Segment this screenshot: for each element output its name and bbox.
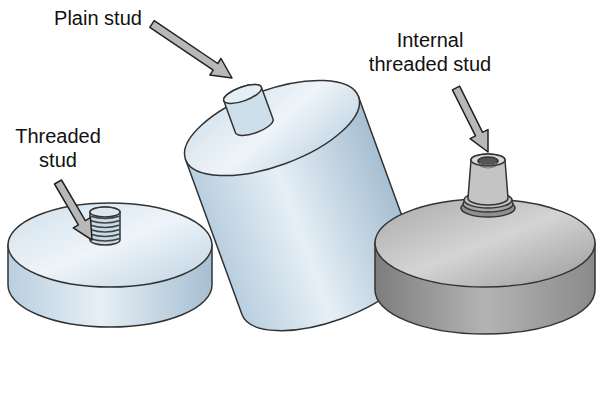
internal-threaded-stud-magnet	[375, 154, 595, 334]
thread-ridge	[90, 216, 120, 219]
thread-ridge	[90, 230, 120, 233]
part-label: Threaded stud	[2, 124, 114, 172]
threaded-stud-magnet	[8, 203, 212, 327]
thread-ridge	[90, 239, 120, 242]
part-label: Plain stud	[40, 6, 156, 30]
leader-arrow	[150, 21, 232, 78]
thread-ridge	[90, 225, 120, 228]
leader-arrow	[55, 180, 93, 240]
part-label: Internal threaded stud	[368, 28, 492, 76]
leader-arrow	[452, 86, 488, 152]
thread-ridge	[90, 221, 120, 224]
thread-ridge	[90, 234, 120, 237]
